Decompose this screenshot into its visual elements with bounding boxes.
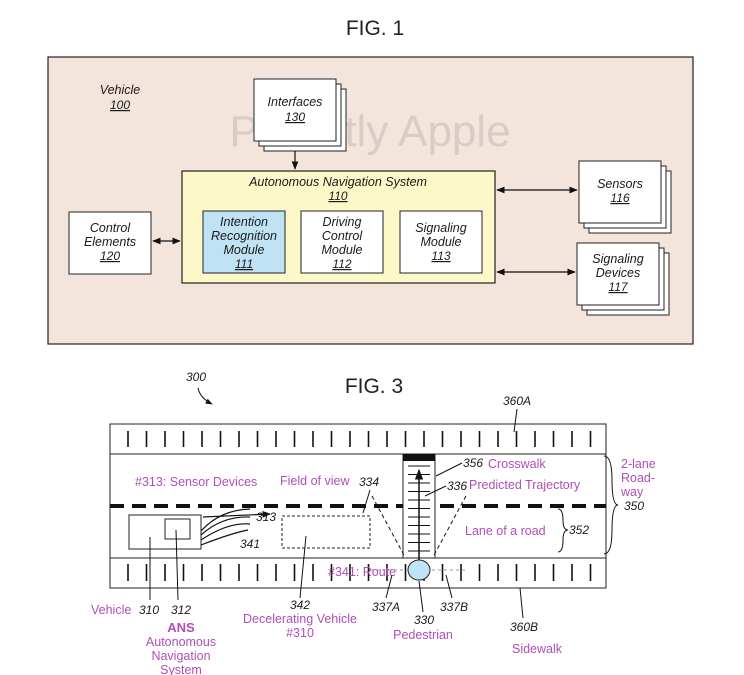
sensor-devices-label: #313: Sensor Devices — [135, 475, 257, 489]
ref-334-leader — [362, 489, 371, 514]
predicted-trajectory-label: Predicted Trajectory — [469, 478, 581, 492]
sidewalk-bottom — [109, 557, 607, 589]
ref-337a-leader — [385, 574, 393, 599]
signaling-module-l2: Module — [421, 235, 462, 249]
sidewalk-top-ticks — [127, 431, 592, 447]
sensors-label: Sensors — [597, 177, 643, 191]
intention-num: 111 — [235, 257, 253, 271]
vehicle-num: 100 — [110, 98, 130, 112]
interfaces-box — [253, 78, 347, 152]
ref-337a: 337A — [372, 600, 400, 614]
signaling-devices-l1: Signaling — [592, 252, 643, 266]
control-elements-box — [68, 211, 152, 275]
intention-l1: Intention — [220, 215, 268, 229]
sidewalk-top — [109, 423, 607, 455]
ref-337b-leader — [445, 574, 453, 599]
roadway-brace — [603, 455, 619, 555]
driving-num: 112 — [332, 257, 351, 271]
interfaces-num: 130 — [285, 110, 305, 124]
ans-l3: System — [160, 663, 202, 675]
roadway-l2: Road- — [621, 471, 655, 485]
control-num: 120 — [100, 249, 120, 263]
control-l2: Elements — [84, 235, 136, 249]
pedestrian-label: Pedestrian — [393, 628, 453, 642]
ans-short-label: ANS — [167, 620, 195, 635]
sensors-num: 116 — [610, 191, 629, 205]
signaling-devices-num: 117 — [608, 280, 628, 294]
signaling-module-num: 113 — [431, 249, 450, 263]
ref-350: 350 — [624, 499, 644, 513]
intention-module — [202, 210, 286, 274]
roadway-l1: 2-lane — [621, 457, 656, 471]
ref-300-arrow — [197, 387, 213, 405]
driving-module — [300, 210, 384, 274]
decel-l2: #310 — [286, 626, 314, 640]
field-of-view-label: Field of view — [280, 474, 350, 488]
fig3-title: FIG. 3 — [345, 375, 403, 398]
ref-342-leader — [299, 535, 307, 599]
ref-312: 312 — [171, 603, 191, 617]
crosswalk-top-band — [403, 454, 435, 461]
signaling-module-l1: Signaling — [415, 221, 466, 235]
decel-l1: Decelerating Vehicle — [243, 612, 357, 626]
vehicle-label: Vehicle — [100, 83, 141, 97]
fov-line-right — [432, 495, 467, 558]
driving-l3: Module — [322, 243, 363, 257]
ref-300: 300 — [186, 370, 206, 384]
pedestrian-icon — [407, 559, 431, 581]
ref-341: 341 — [240, 537, 260, 551]
crosswalk-label: Crosswalk — [488, 457, 546, 471]
ref-313: 313 — [256, 510, 276, 524]
ref-337b: 337B — [440, 600, 468, 614]
ref-352: 352 — [569, 523, 589, 537]
ans-l2: Navigation — [151, 649, 210, 663]
sidewalk-label: Sidewalk — [512, 642, 563, 656]
ref-360b-leader — [519, 587, 524, 619]
lane-brace — [557, 508, 569, 553]
ref-356: 356 — [463, 456, 483, 470]
fov-line-left — [371, 495, 406, 558]
fig1-title: FIG. 1 — [346, 17, 404, 40]
ans-num: 110 — [328, 189, 347, 203]
signaling-devices-l2: Devices — [596, 266, 640, 280]
sensor-rays — [200, 508, 251, 546]
ref-334: 334 — [359, 475, 379, 489]
ref-360a: 360A — [503, 394, 531, 408]
ref-312-leader — [175, 529, 179, 601]
ans-312 — [164, 518, 191, 540]
ref-336-leader — [424, 485, 447, 497]
ref-336: 336 — [447, 479, 467, 493]
ref-342: 342 — [290, 598, 310, 612]
ref-356-leader — [435, 462, 463, 477]
driving-l2: Control — [322, 229, 364, 243]
ref-360b: 360B — [510, 620, 538, 634]
roadway-l3: way — [620, 485, 644, 499]
sensors-box — [578, 160, 672, 234]
route-arrow — [202, 510, 271, 518]
ref-310: 310 — [139, 603, 159, 617]
control-l1: Control — [90, 221, 132, 235]
lane-label: Lane of a road — [465, 524, 546, 538]
sidewalk-bottom-ticks — [127, 564, 592, 581]
vehicle-bottom-label: Vehicle — [91, 603, 131, 617]
route-label: #341: Route — [328, 565, 396, 579]
ref-330: 330 — [414, 613, 434, 627]
ans-label: Autonomous Navigation System — [248, 175, 427, 189]
intention-l2: Recognition — [211, 229, 277, 243]
ans-l1: Autonomous — [146, 635, 216, 649]
decelerating-vehicle-342 — [281, 515, 371, 549]
driving-l1: Driving — [323, 215, 362, 229]
signaling-module — [399, 210, 483, 274]
signaling-devices-box — [576, 242, 670, 316]
intention-l3: Module — [224, 243, 265, 257]
ref-330-leader — [418, 580, 424, 613]
ref-360a-leader — [513, 408, 518, 433]
interfaces-label: Interfaces — [268, 95, 323, 109]
